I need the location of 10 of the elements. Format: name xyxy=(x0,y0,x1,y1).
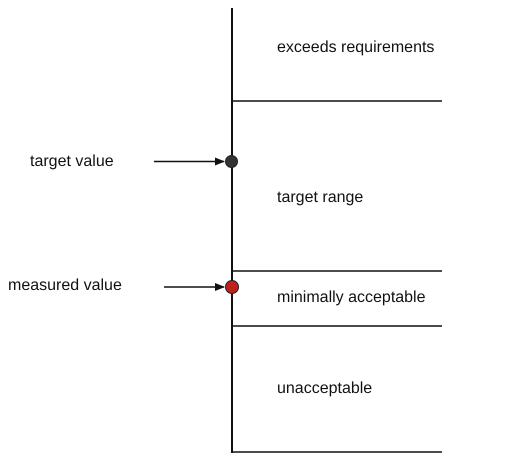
zone-label: target range xyxy=(277,188,364,208)
arrow xyxy=(154,158,225,166)
value-label: measured value xyxy=(8,276,122,296)
marker-dot xyxy=(225,280,239,294)
zone-label: exceeds requirements xyxy=(277,38,434,58)
arrow xyxy=(164,283,225,291)
zone-label: minimally acceptable xyxy=(277,288,426,308)
marker-dot xyxy=(225,155,238,168)
value-label: target value xyxy=(30,152,114,172)
zone-label: unacceptable xyxy=(277,379,372,399)
